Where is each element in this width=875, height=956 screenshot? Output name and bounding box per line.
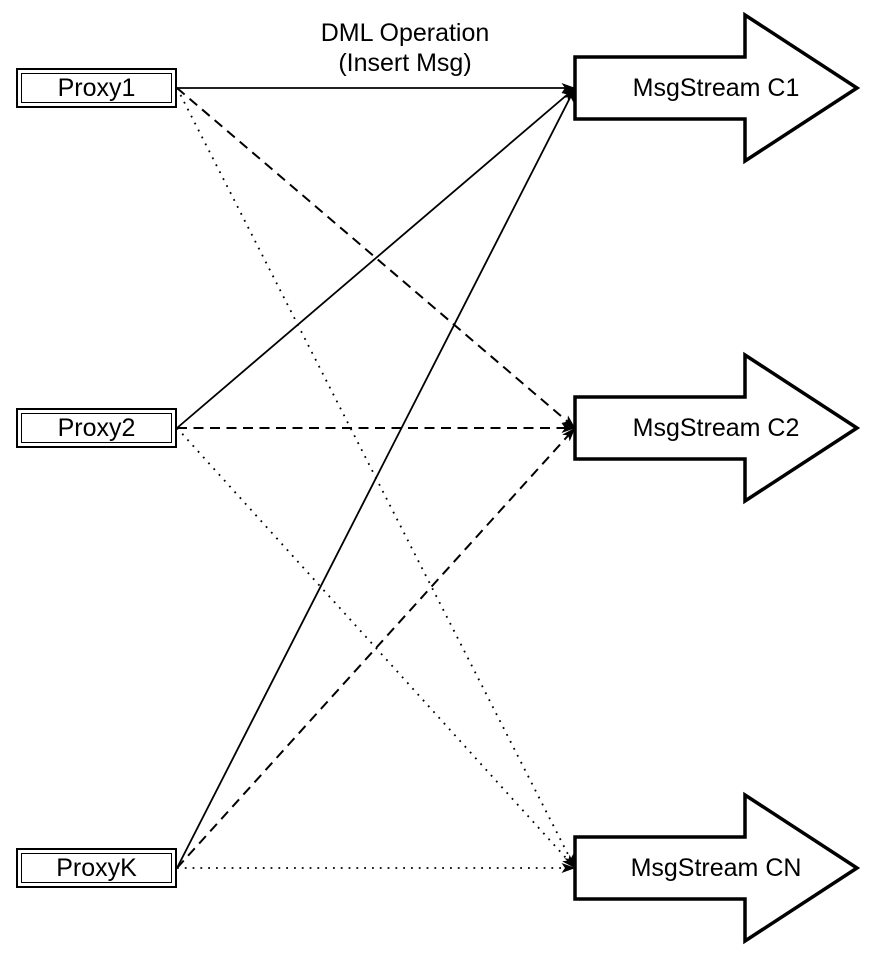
msgstream-cn-label: MsgStream CN — [630, 853, 802, 882]
proxy1-box: Proxy1 — [16, 68, 177, 108]
msgstream-c2-arrow-icon — [573, 351, 861, 505]
proxyk-label: ProxyK — [21, 853, 172, 883]
edge-proxy2-c1 — [176, 87, 576, 429]
msgstream-cn-arrow-icon — [573, 791, 861, 945]
proxyk-box: ProxyK — [16, 848, 177, 888]
diagram-title-line2: (Insert Msg) — [338, 49, 472, 77]
stream-arrow-shapes — [573, 11, 861, 945]
edge-proxy1-c2 — [176, 87, 576, 429]
edge-proxyk-c1 — [176, 87, 576, 869]
msgstream-c1-arrow-icon — [573, 11, 861, 165]
proxy1-label: Proxy1 — [21, 73, 172, 103]
proxy2-box: Proxy2 — [16, 408, 177, 448]
proxy2-label: Proxy2 — [21, 413, 172, 443]
diagram-title-line1: DML Operation — [320, 19, 490, 47]
edge-layer — [176, 83, 576, 873]
edge-proxy2-cn — [176, 427, 576, 869]
msgstream-c2-label: MsgStream C2 — [632, 413, 800, 442]
diagram-title: DML Operation (Insert Msg) — [275, 18, 535, 78]
msgstream-c1-label: MsgStream C1 — [632, 73, 800, 102]
